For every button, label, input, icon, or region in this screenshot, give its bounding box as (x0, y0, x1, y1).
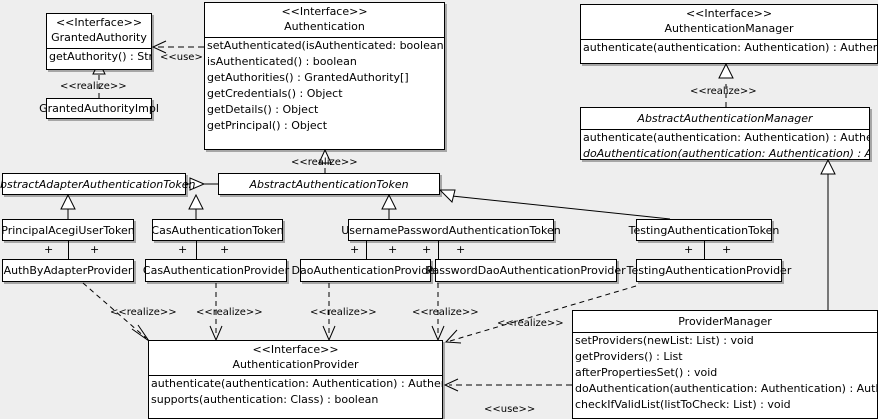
class-name: CasAuthenticationToken (151, 223, 284, 237)
plus-marker: + (456, 243, 466, 256)
plus-marker: + (388, 243, 398, 256)
edge-label-realize-daoauthenticationprovider: <<realize>> (310, 307, 377, 318)
plus-marker: + (722, 243, 732, 256)
class-header: <<Interface>> AuthenticationProvider (149, 341, 442, 375)
class-testing-authentication-token[interactable]: TestingAuthenticationToken (629, 219, 779, 241)
link-principal-token-to-authbyadapter (68, 241, 69, 259)
class-auth-by-adapter-provider[interactable]: AuthByAdapterProvider (2, 259, 134, 282)
plus-marker: + (220, 243, 230, 256)
operation: getAuthorities() : GrantedAuthority[] (207, 71, 409, 84)
class-provider-manager[interactable]: ProviderManager setProviders(newList: Li… (572, 310, 878, 419)
operation: authenticate(authentication: Authenticat… (583, 41, 877, 54)
plus-marker: + (178, 243, 188, 256)
class-abstract-authentication-manager[interactable]: AbstractAuthenticationManager authentica… (580, 107, 870, 160)
class-name: AuthByAdapterProvider (3, 264, 133, 277)
stereotype-label: <<Interface>> (685, 7, 773, 20)
operation: getDetails() : Object (207, 103, 319, 116)
stereotype-label: <<Interface>> (55, 16, 143, 29)
class-name: UsernamePasswordAuthenticationToken (341, 223, 561, 237)
class-authentication[interactable]: <<Interface>> Authentication setAuthenti… (204, 2, 445, 150)
operation: setAuthenticated(isAuthenticated: boolea… (207, 39, 444, 52)
operation: getAuthority() : String (49, 50, 151, 63)
class-dao-authentication-provider[interactable]: DaoAuthenticationProvider (292, 259, 440, 282)
edge-label-use-authentication-grantedauthority: <<use>> (160, 52, 212, 63)
operation: doAuthentication(authentication: Authent… (575, 382, 877, 395)
class-name: TestingAuthenticationProvider (626, 264, 792, 277)
plus-marker: + (44, 243, 54, 256)
operation: getPrincipal() : Object (207, 119, 328, 132)
operations-compartment: getAuthority() : String (47, 48, 151, 65)
link-testing-token-to-testing-provider (704, 241, 705, 259)
class-header: <<Interface>> GrantedAuthority (47, 14, 151, 48)
class-name: Authentication (284, 20, 365, 33)
plus-marker: + (684, 243, 694, 256)
operation: getProviders() : List (575, 350, 683, 363)
plus-marker: + (350, 243, 360, 256)
edge-label-realize-abstractauthenticationmanager: <<realize>> (690, 86, 757, 97)
operation: authenticate(authentication: Authenticat… (583, 131, 869, 144)
class-authentication-manager[interactable]: <<Interface>> AuthenticationManager auth… (580, 4, 878, 64)
operation: afterPropertiesSet() : void (575, 366, 718, 379)
class-name: AbstractAuthenticationToken (249, 177, 409, 191)
operation: getCredentials() : Object (207, 87, 343, 100)
class-cas-authentication-provider[interactable]: CasAuthenticationProvider (142, 259, 290, 282)
class-cas-authentication-token[interactable]: CasAuthenticationToken (151, 219, 284, 241)
operations-compartment: authenticate(authentication: Authenticat… (581, 129, 869, 162)
class-header: AbstractAuthenticationManager (581, 108, 869, 129)
class-header: ProviderManager (573, 311, 877, 332)
class-name: TestingAuthenticationToken (628, 223, 780, 237)
class-name: AuthenticationProvider (232, 358, 359, 371)
class-abstract-authentication-token[interactable]: AbstractAuthenticationToken (218, 173, 440, 195)
operations-compartment: setAuthenticated(isAuthenticated: boolea… (205, 37, 444, 134)
class-authentication-provider[interactable]: <<Interface>> AuthenticationProvider aut… (148, 340, 443, 419)
class-password-dao-authentication-provider[interactable]: PasswordDaoAuthenticationProvider (426, 259, 626, 282)
class-name: DaoAuthenticationProvider (291, 264, 440, 277)
operation: isAuthenticated() : boolean (207, 55, 357, 68)
class-name: GrantedAuthority (51, 31, 147, 44)
operation: doAuthentication(authentication: Authent… (583, 147, 869, 160)
operations-compartment: authenticate(authentication: Authenticat… (149, 375, 442, 408)
class-name: AuthenticationManager (664, 22, 794, 35)
operations-compartment: authenticate(authentication: Authenticat… (581, 39, 877, 56)
edge-label-use-providermanager: <<use>> (484, 404, 536, 415)
stereotype-label: <<Interface>> (252, 343, 339, 356)
link-userpass-token-to-pwdao-provider (438, 241, 439, 259)
stereotype-label: <<Interface>> (281, 5, 368, 18)
operation: supports(authentication: Class) : boolea… (151, 393, 379, 406)
class-name: PasswordDaoAuthenticationProvider (426, 264, 626, 277)
class-username-password-authentication-token[interactable]: UsernamePasswordAuthenticationToken (341, 219, 561, 241)
operation: checkIfValidList(listToCheck: List) : vo… (575, 398, 791, 411)
link-userpass-token-to-dao-provider (366, 241, 367, 259)
edge-label-realize-authbyadapterprovider: <<realize>> (110, 307, 177, 318)
plus-marker: + (422, 243, 432, 256)
plus-marker: + (90, 243, 100, 256)
operation: authenticate(authentication: Authenticat… (151, 377, 442, 390)
class-granted-authority-impl[interactable]: GrantedAuthorityImpl (39, 98, 159, 119)
edge-label-realize-abstractauthenticationtoken: <<realize>> (291, 157, 358, 168)
edge-label-realize-casauthenticationprovider: <<realize>> (196, 307, 263, 318)
class-name: AbstractAuthenticationManager (637, 112, 813, 125)
class-name: ProviderManager (678, 315, 772, 328)
operations-compartment: setProviders(newList: List) : void getPr… (573, 332, 877, 413)
class-name: CasAuthenticationProvider (142, 264, 290, 277)
link-cas-token-to-cas-provider (196, 241, 197, 259)
class-header: <<Interface>> Authentication (205, 3, 444, 37)
class-header: <<Interface>> AuthenticationManager (581, 5, 877, 39)
class-granted-authority[interactable]: <<Interface>> GrantedAuthority getAuthor… (46, 13, 152, 70)
class-abstract-adapter-authentication-token[interactable]: AbstractAdapterAuthenticationToken (0, 173, 195, 195)
class-name: AbstractAdapterAuthenticationToken (0, 177, 196, 191)
class-name: PrincipalAcegiUserToken (1, 223, 135, 237)
class-testing-authentication-provider[interactable]: TestingAuthenticationProvider (627, 259, 791, 282)
edge-label-realize-testingauthenticationprovider: <<realize>> (497, 318, 564, 329)
class-principal-acegi-user-token[interactable]: PrincipalAcegiUserToken (1, 219, 135, 241)
class-name: GrantedAuthorityImpl (39, 102, 159, 115)
edge-label-realize-passworddaoauthenticationprovider: <<realize>> (412, 307, 479, 318)
edge-label-realize-grantedauthorityimpl: <<realize>> (60, 81, 127, 92)
operation: setProviders(newList: List) : void (575, 334, 754, 347)
